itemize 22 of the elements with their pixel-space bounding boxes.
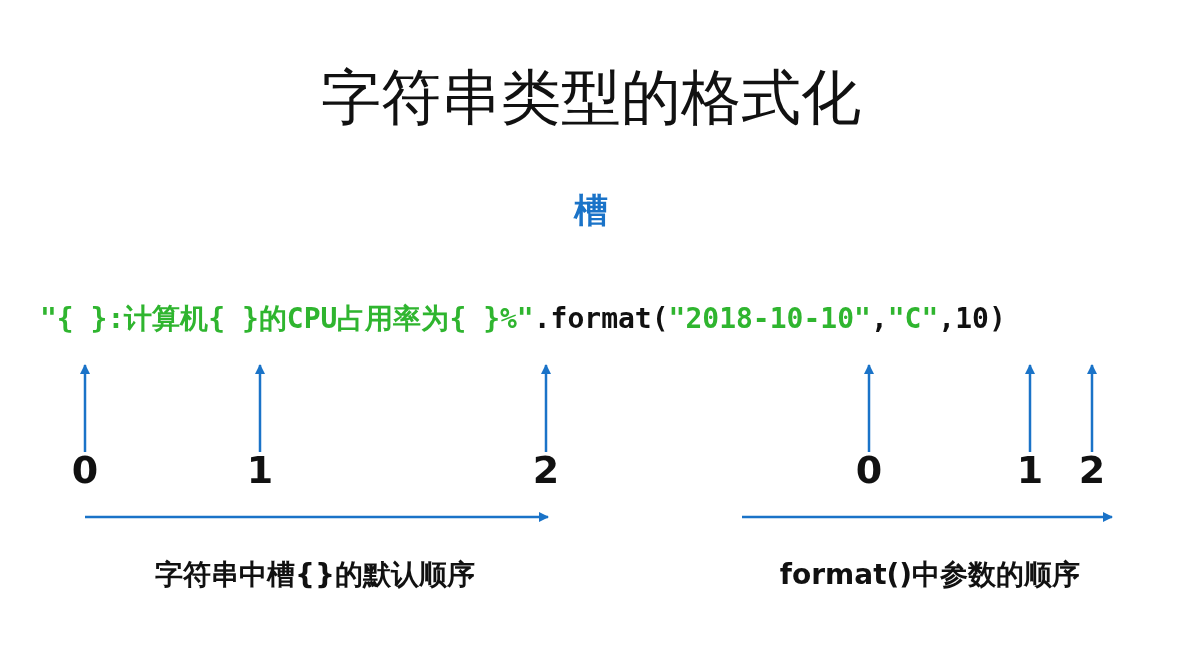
arrow: [1087, 364, 1097, 452]
caption-text: 字符串中槽{}的默认顺序: [155, 557, 475, 593]
index-number: 2: [526, 448, 566, 492]
code-text: .format(: [533, 302, 669, 335]
arrow: [864, 364, 874, 452]
code-text: "C": [887, 302, 939, 335]
index-number: 2: [1072, 448, 1112, 492]
arrow: [1025, 364, 1035, 452]
code-text: ,: [870, 302, 888, 335]
caption-text: format()中参数的顺序: [779, 557, 1081, 593]
index-number: 0: [849, 448, 889, 492]
arrow: [80, 364, 90, 452]
index-number: 1: [240, 448, 280, 492]
code-text: ,10): [938, 302, 1006, 335]
heading: 槽: [572, 189, 609, 232]
arrow: [255, 364, 265, 452]
code-text: "{ }:计算机{ }的CPU占用率为{ }%": [40, 302, 534, 335]
title: 字符串类型的格式化: [320, 61, 862, 134]
arrow: [541, 364, 551, 452]
code-text: "2018-10-10": [668, 302, 871, 335]
index-number: 0: [65, 448, 105, 492]
index-number: 1: [1010, 448, 1050, 492]
